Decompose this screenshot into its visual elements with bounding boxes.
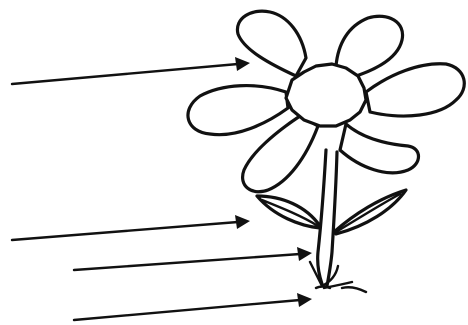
- petal-right: [366, 64, 464, 116]
- petal-bottom-right: [340, 124, 419, 173]
- arrow-root: [74, 293, 312, 320]
- arrow-petal: [12, 57, 250, 84]
- petal-top-left: [237, 11, 306, 76]
- leaf-left: [257, 196, 320, 228]
- petal-left: [188, 86, 288, 135]
- leaf-right: [334, 190, 406, 234]
- arrow-leaf: [12, 215, 250, 240]
- stem: [318, 150, 337, 286]
- arrow-stem: [74, 247, 312, 270]
